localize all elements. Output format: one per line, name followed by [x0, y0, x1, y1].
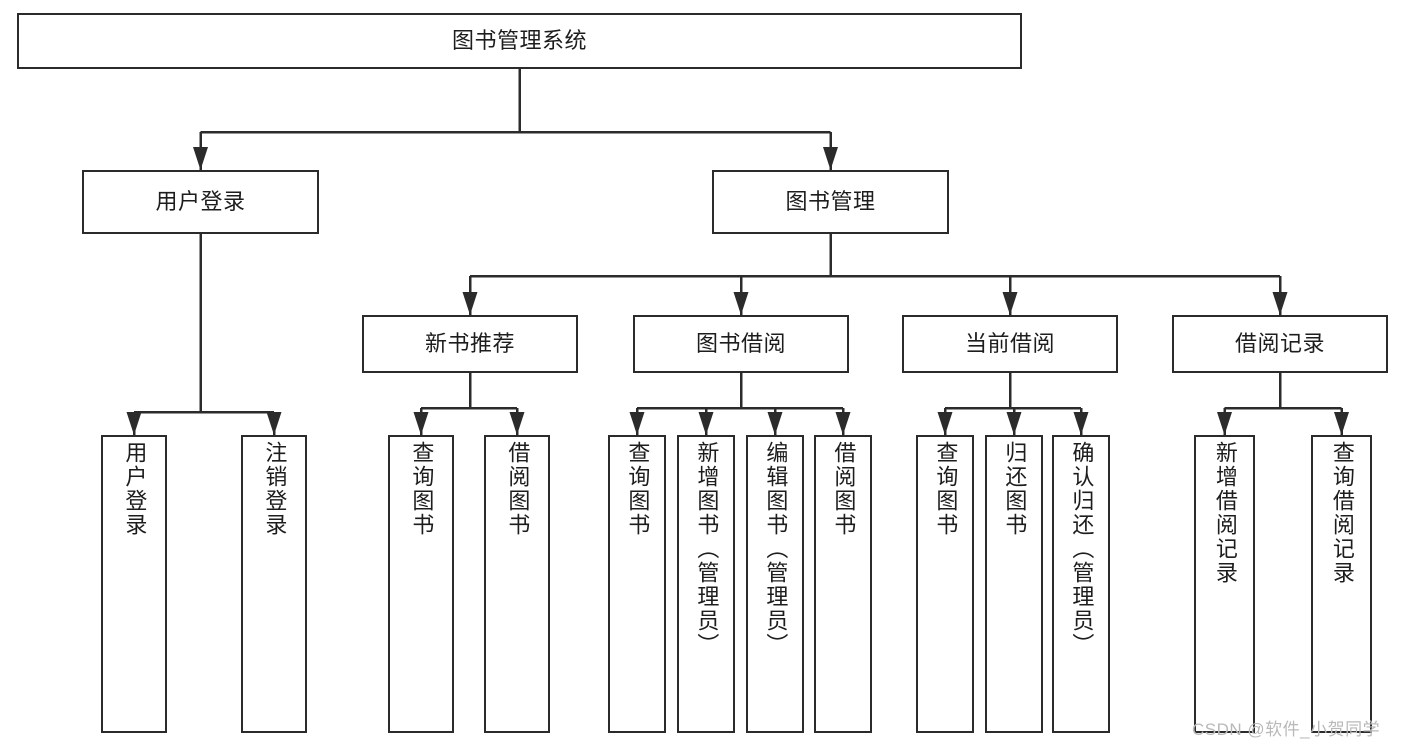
- node-leaf-query-record[interactable]: 查询借阅记录: [1311, 435, 1372, 733]
- node-label: 当前借阅: [964, 330, 1055, 356]
- arrowhead: [823, 147, 838, 170]
- node-label: 查询图书: [933, 441, 959, 537]
- node-leaf-user-login[interactable]: 用户登录: [101, 435, 167, 733]
- node-leaf-logout[interactable]: 注销登录: [241, 435, 307, 733]
- node-leaf-add-book[interactable]: 新增图书（管理员）: [677, 435, 735, 733]
- node-leaf-confirm-return[interactable]: 确认归还（管理员）: [1052, 435, 1110, 733]
- arrowhead: [509, 412, 525, 435]
- arrowhead: [1006, 412, 1022, 435]
- node-l3-new-book-rec[interactable]: 新书推荐: [362, 315, 578, 373]
- node-leaf-return-book[interactable]: 归还图书: [985, 435, 1043, 733]
- node-leaf-query-book-2[interactable]: 查询图书: [608, 435, 666, 733]
- arrowhead: [1073, 412, 1089, 435]
- node-l2-user-login[interactable]: 用户登录: [82, 170, 319, 234]
- arrowhead: [266, 412, 282, 435]
- node-label: 编辑图书（管理员）: [763, 441, 789, 657]
- arrowhead: [698, 412, 714, 435]
- arrowhead: [629, 412, 645, 435]
- node-leaf-borrow-book-1[interactable]: 借阅图书: [484, 435, 550, 733]
- node-label: 用户登录: [155, 188, 246, 214]
- node-l3-borrow-record[interactable]: 借阅记录: [1172, 315, 1388, 373]
- node-leaf-query-book-3[interactable]: 查询图书: [916, 435, 974, 733]
- node-leaf-add-record[interactable]: 新增借阅记录: [1194, 435, 1255, 733]
- node-label: 新书推荐: [424, 330, 515, 356]
- node-label: 借阅图书: [505, 441, 531, 537]
- node-label: 图书管理系统: [451, 27, 587, 53]
- arrowhead: [733, 292, 749, 315]
- node-label: 借阅记录: [1234, 330, 1325, 356]
- node-leaf-query-book-1[interactable]: 查询图书: [388, 435, 454, 733]
- node-leaf-edit-book[interactable]: 编辑图书（管理员）: [746, 435, 804, 733]
- arrowhead: [1217, 412, 1232, 435]
- node-leaf-borrow-book-2[interactable]: 借阅图书: [814, 435, 872, 733]
- node-label: 用户登录: [122, 441, 148, 537]
- node-label: 注销登录: [262, 441, 288, 537]
- arrowhead: [1272, 292, 1288, 315]
- node-label: 查询借阅记录: [1329, 441, 1355, 585]
- node-l2-book-manage[interactable]: 图书管理: [712, 170, 949, 234]
- arrowhead: [937, 412, 953, 435]
- node-label: 归还图书: [1002, 441, 1028, 537]
- node-root[interactable]: 图书管理系统: [17, 13, 1022, 69]
- arrowhead: [767, 412, 783, 435]
- node-label: 新增借阅记录: [1212, 441, 1238, 585]
- node-label: 查询图书: [625, 441, 651, 537]
- node-label: 图书借阅: [695, 330, 786, 356]
- node-label: 查询图书: [409, 441, 435, 537]
- arrowhead: [1334, 412, 1349, 435]
- node-label: 确认归还（管理员）: [1069, 441, 1095, 657]
- arrowhead: [1002, 292, 1018, 315]
- node-l3-current-borrow[interactable]: 当前借阅: [902, 315, 1118, 373]
- node-label: 借阅图书: [831, 441, 857, 537]
- node-l3-book-borrow[interactable]: 图书借阅: [633, 315, 849, 373]
- node-label: 图书管理: [785, 188, 876, 214]
- arrowhead: [835, 412, 851, 435]
- node-label: 新增图书（管理员）: [694, 441, 720, 657]
- arrowhead: [193, 147, 208, 170]
- arrowhead: [126, 412, 142, 435]
- arrowhead: [462, 292, 478, 315]
- arrowhead: [413, 412, 429, 435]
